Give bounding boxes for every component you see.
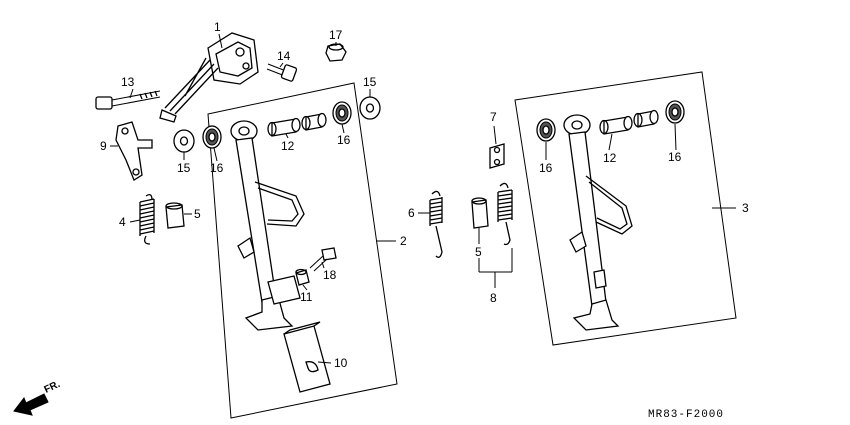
- callout-18: 18: [323, 268, 337, 282]
- collar-part-12-left: [267, 117, 301, 137]
- spring-part-6: [429, 190, 443, 258]
- bolt-part-14: [266, 63, 298, 82]
- bracket-part-9: [115, 121, 153, 181]
- washer-part-15-top: [359, 96, 381, 120]
- nut-part-17: [325, 43, 347, 62]
- washer-part-15-left: [173, 129, 195, 153]
- bearing-part-16-b: [332, 101, 352, 125]
- clip-part-7: [489, 143, 505, 169]
- sleeve-part-right: [633, 109, 659, 128]
- sleeve-part-left: [301, 112, 327, 131]
- callout-2: 2: [400, 234, 407, 248]
- leader-lines: [110, 33, 736, 364]
- callout-15-top: 15: [363, 75, 377, 89]
- bracket-plate-part: [159, 32, 259, 123]
- callout-12-right: 12: [603, 151, 617, 165]
- callout-9: 9: [100, 139, 107, 153]
- callout-16-a: 16: [210, 161, 224, 175]
- callout-8: 8: [490, 291, 497, 305]
- callout-6: 6: [408, 206, 415, 220]
- side-stand-part-3: [563, 114, 633, 331]
- long-bolt-part: [95, 90, 161, 110]
- callout-16-c: 16: [539, 161, 553, 175]
- callout-4: 4: [119, 215, 126, 229]
- side-stand-part-2: [230, 120, 305, 331]
- callout-11: 11: [300, 290, 313, 304]
- callout-15-left: 15: [177, 161, 191, 175]
- callout-17: 17: [329, 28, 343, 42]
- assembly-frame-right: [514, 71, 737, 346]
- callout-1: 1: [214, 20, 221, 34]
- diagram-code: MR83-F2000: [648, 409, 724, 421]
- bearing-part-16-c: [536, 118, 556, 142]
- callout-12-left: 12: [281, 139, 295, 153]
- front-direction-label: FR.: [43, 379, 62, 396]
- callout-13: 13: [121, 75, 135, 89]
- callout-16-b: 16: [337, 133, 351, 147]
- callout-16-d: 16: [668, 150, 682, 164]
- front-direction-arrow-icon: FR.: [13, 379, 62, 416]
- spring-part-8: [497, 182, 513, 246]
- rubber-part-11: [295, 268, 310, 286]
- collar-part-5-right: [471, 197, 489, 229]
- bearing-part-16-d: [665, 100, 685, 124]
- pad-part-10: [283, 321, 331, 393]
- bolt-part-18: [309, 247, 337, 272]
- spring-part-4: [139, 194, 155, 245]
- callout-5-left: 5: [194, 207, 201, 221]
- callout-14: 14: [277, 49, 291, 63]
- callout-5-right: 5: [475, 245, 482, 259]
- collar-part-12-right: [599, 115, 633, 135]
- callout-7: 7: [490, 110, 497, 124]
- callout-10: 10: [334, 356, 348, 370]
- collar-part-5-left: [165, 202, 185, 229]
- assembly-frame-left: [207, 82, 398, 419]
- bearing-part-16-a: [202, 125, 222, 149]
- callout-3: 3: [742, 201, 749, 215]
